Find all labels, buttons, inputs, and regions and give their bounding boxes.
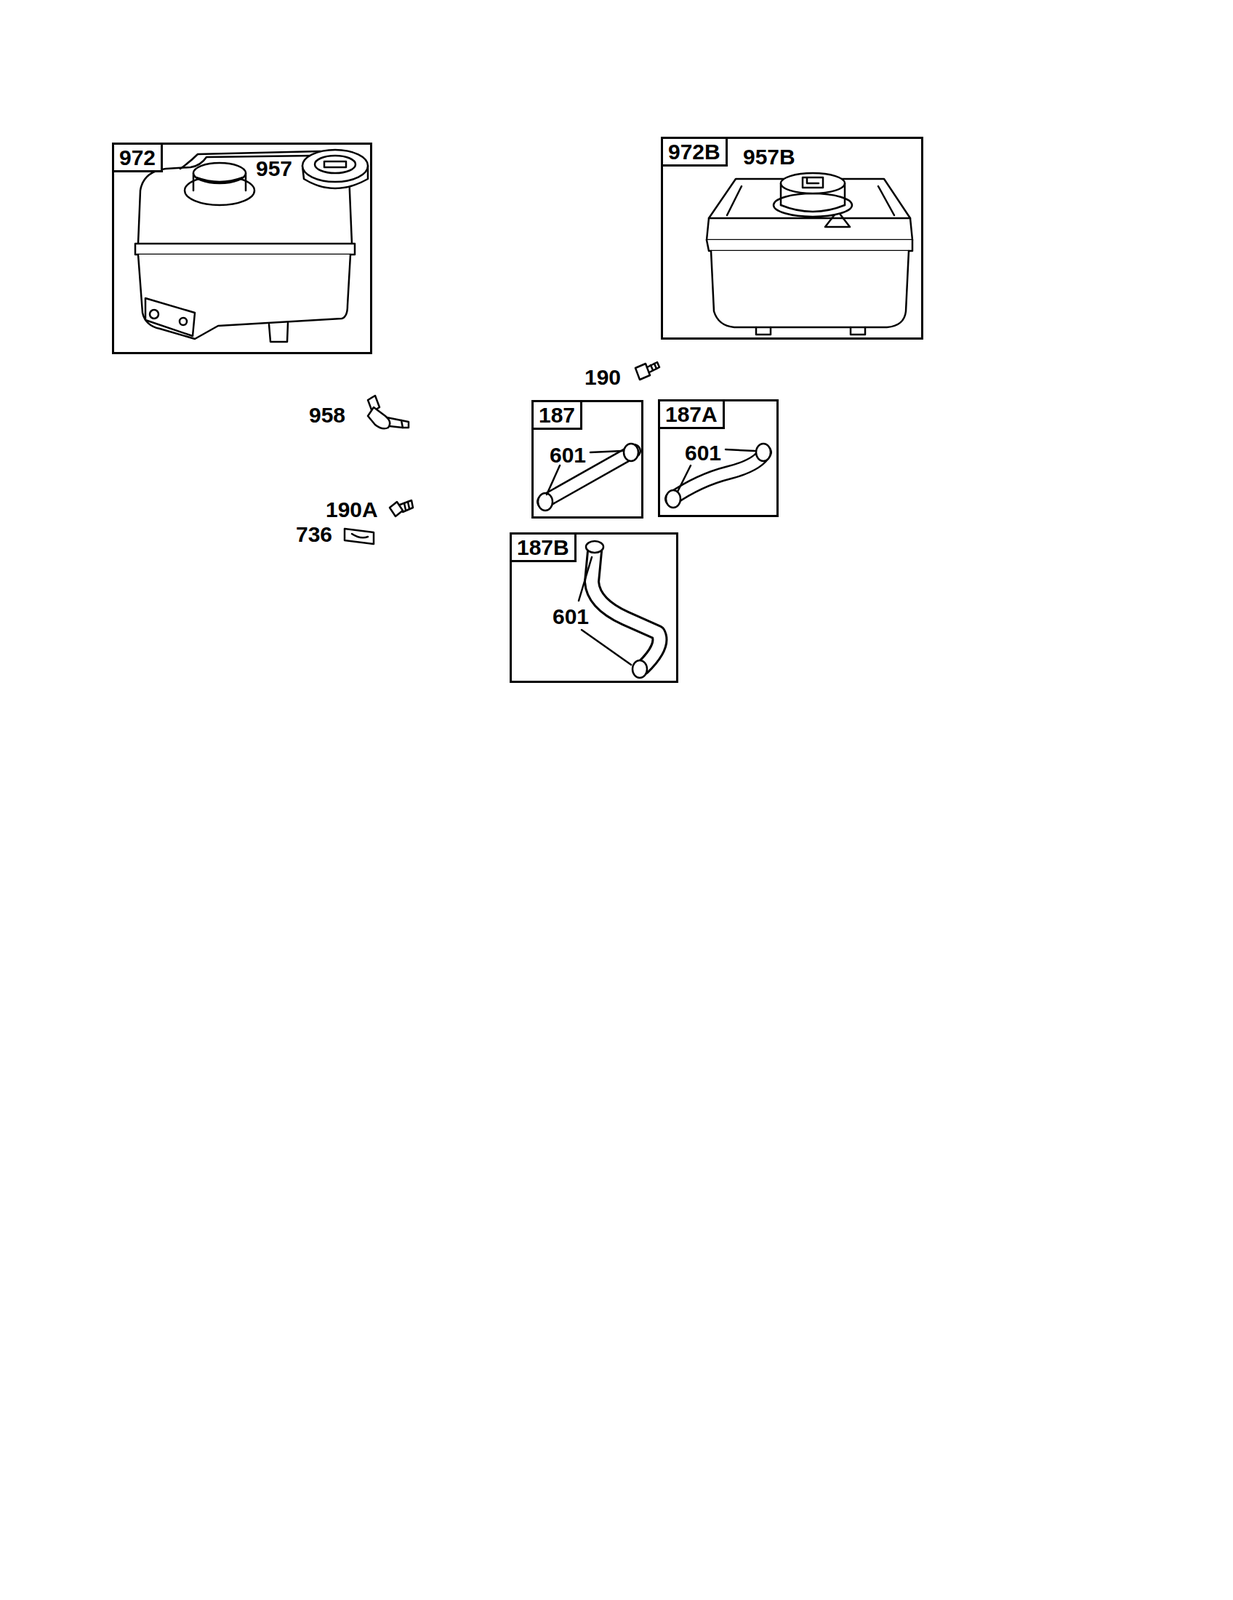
callout-number: 736 — [295, 521, 333, 546]
callout-number: 957B — [742, 144, 796, 169]
part-box: 972B 957B — [660, 136, 924, 340]
part-box: 972 957 — [111, 142, 373, 355]
assembly-number: 972B — [660, 136, 728, 167]
fuel-hose — [537, 443, 639, 511]
callout-number: 957 — [255, 156, 293, 181]
callout-number: 601 — [684, 440, 722, 465]
callout-number: 190 — [584, 364, 621, 389]
fuel-hose — [578, 540, 660, 678]
clip — [344, 528, 374, 544]
fuel-valve — [367, 395, 409, 429]
callout-number: 601 — [552, 604, 589, 629]
part-box: 187B 601 — [509, 532, 679, 683]
part-box: 187A 601 — [657, 399, 779, 517]
callout-number: 958 — [308, 402, 346, 427]
bolt — [389, 500, 413, 517]
part-box: 187601 — [531, 399, 644, 519]
assembly-number: 187B — [509, 532, 577, 562]
fuel-tank — [706, 173, 913, 335]
callout-number: 601 — [549, 442, 586, 467]
fuel-cap — [302, 149, 368, 189]
assembly-number: 187 — [531, 399, 583, 430]
callout-number: 190A — [325, 497, 379, 522]
assembly-number: 972 — [111, 142, 163, 173]
bolt — [635, 362, 660, 380]
assembly-number: 187A — [657, 399, 725, 429]
